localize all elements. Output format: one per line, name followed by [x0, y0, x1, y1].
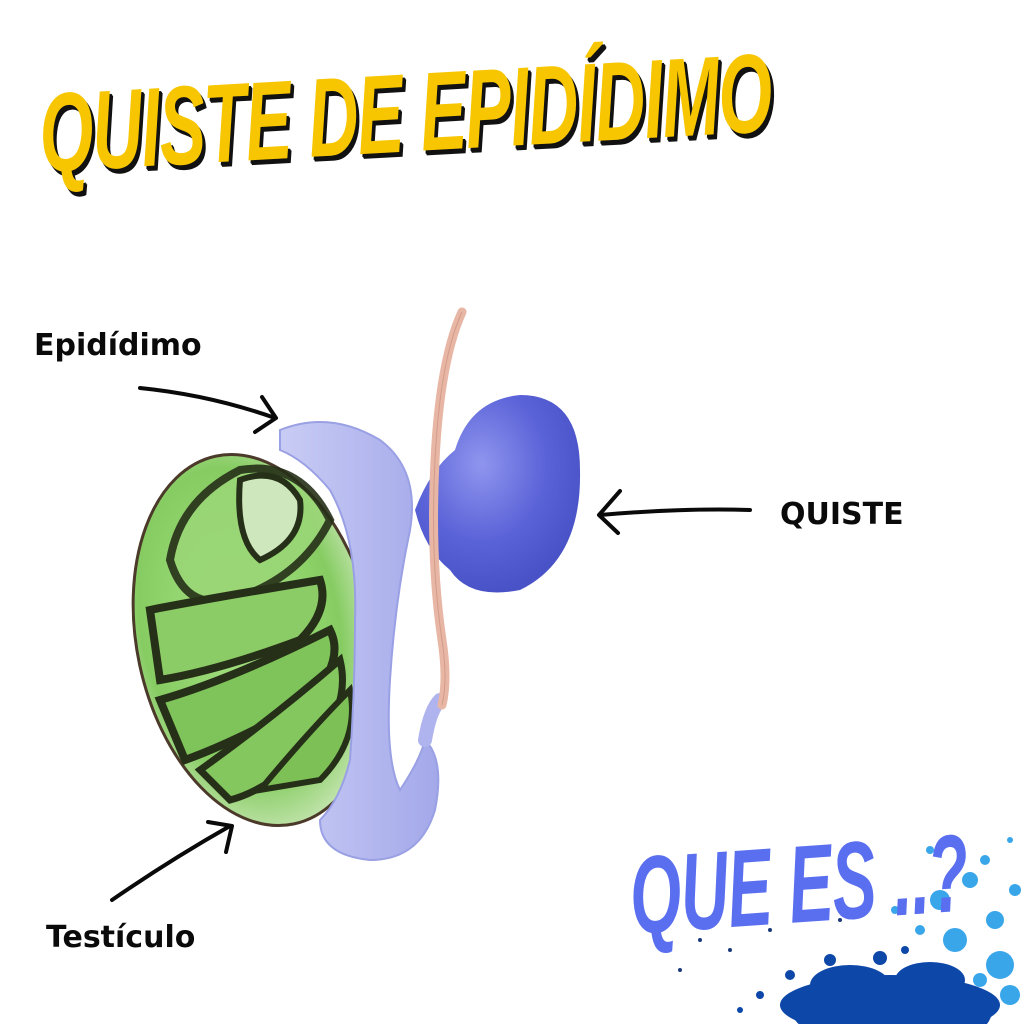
paint-splatter-decoration — [678, 837, 1021, 1024]
label-quiste: QUISTE — [780, 497, 904, 532]
testicle-shape — [131, 452, 379, 828]
label-testiculo: Testículo — [46, 920, 196, 955]
cyst-shape — [415, 395, 581, 593]
que-es-text: QUE ES ..? — [625, 811, 973, 958]
epididymis-shape — [279, 421, 440, 862]
label-epididimo: Epidídimo — [34, 328, 202, 363]
